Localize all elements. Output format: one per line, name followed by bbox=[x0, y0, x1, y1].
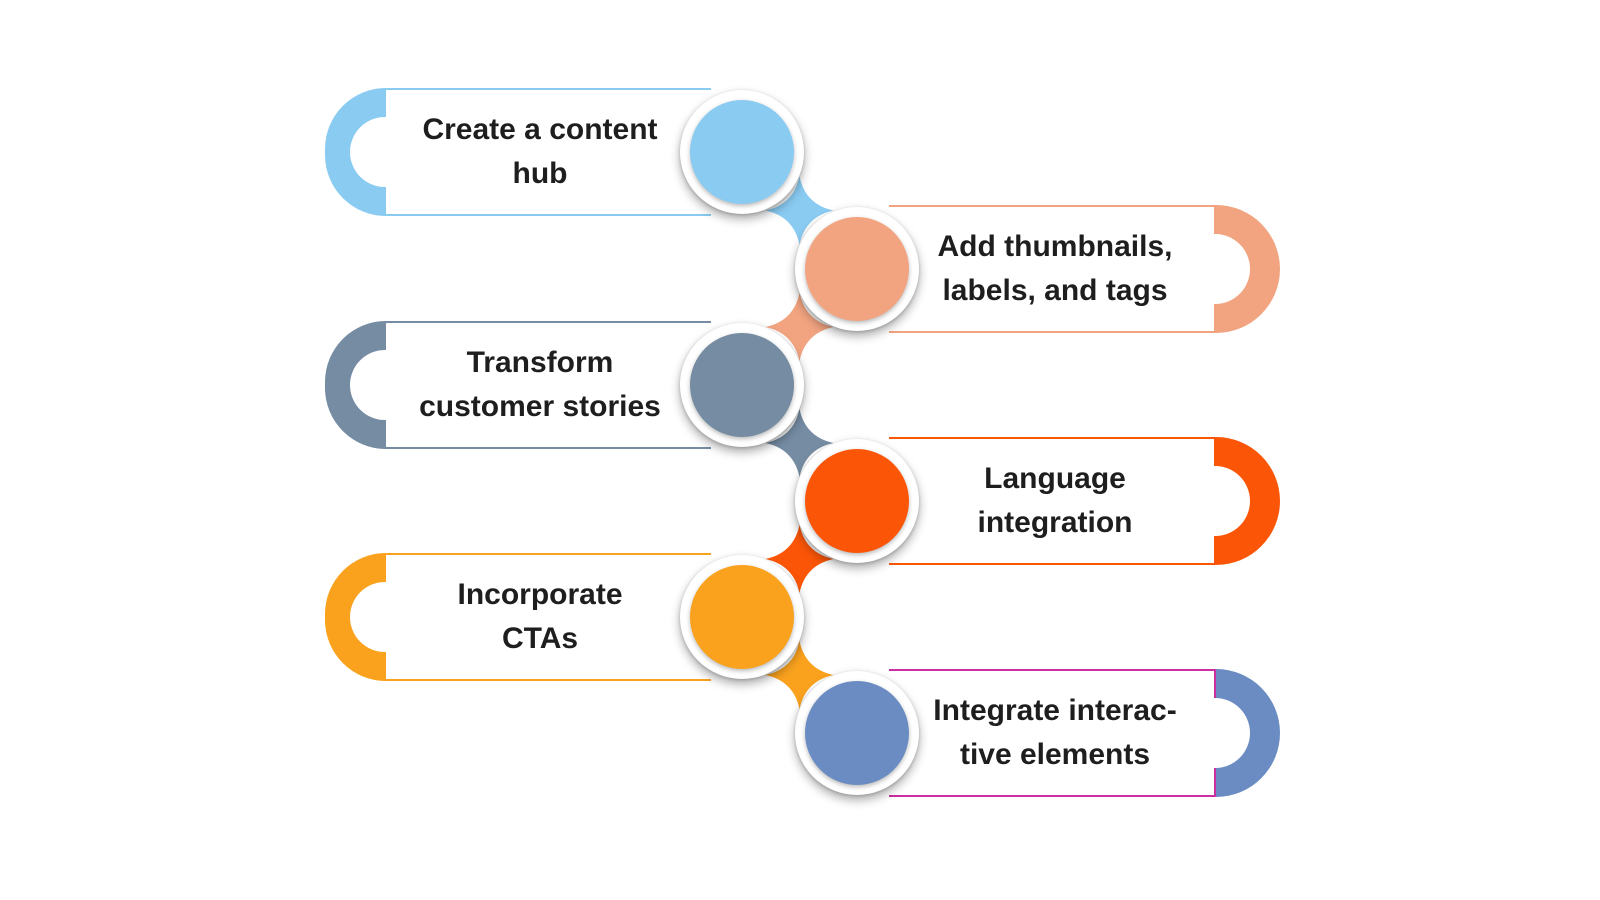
step-pill-notch bbox=[1180, 234, 1250, 304]
step-label: Add thumbnails, labels, and tags bbox=[900, 225, 1210, 313]
step-label: Language integration bbox=[900, 457, 1210, 545]
connector-astroid bbox=[765, 176, 834, 245]
step-pill-body bbox=[889, 437, 1216, 565]
step-circle-fill bbox=[805, 681, 909, 785]
step-label-line1: Language bbox=[984, 462, 1126, 495]
step-circle-fill bbox=[805, 449, 909, 553]
step-pill-body bbox=[889, 669, 1216, 797]
step-item-1: Create a content hub bbox=[0, 88, 1600, 216]
step-item-2: Add thumbnails, labels, and tags bbox=[0, 205, 1600, 333]
step-item-4: Language integration bbox=[0, 437, 1600, 565]
step-circle-fill bbox=[690, 333, 794, 437]
step-circle bbox=[795, 207, 919, 331]
step-circle bbox=[795, 439, 919, 563]
step-label-line1: Incorporate bbox=[457, 578, 623, 611]
step-pill-notch bbox=[1180, 698, 1250, 768]
step-label: Integrate interac- tive elements bbox=[900, 689, 1210, 777]
step-circle bbox=[795, 671, 919, 795]
step-pill-body bbox=[889, 205, 1216, 333]
step-item-6: Integrate interac- tive elements bbox=[0, 669, 1600, 797]
connector-astroid bbox=[765, 525, 834, 593]
step-pill-body bbox=[325, 321, 711, 449]
step-label-line2: CTAs bbox=[501, 622, 579, 655]
connector-astroid bbox=[765, 409, 834, 477]
step-label: Incorporate CTAs bbox=[385, 573, 695, 661]
step-pill-notch bbox=[350, 117, 420, 187]
step-circle bbox=[680, 323, 804, 447]
step-label-line1: Create a content bbox=[422, 113, 658, 146]
step-label-line1: Transform bbox=[466, 346, 614, 379]
step-circle-fill bbox=[805, 217, 909, 321]
step-label-line1: Integrate interac- bbox=[933, 694, 1177, 727]
step-item-3: Transform customer stories bbox=[0, 321, 1600, 449]
connector-astroid bbox=[765, 641, 834, 709]
step-circle bbox=[680, 90, 804, 214]
step-label-line2: labels, and tags bbox=[942, 274, 1168, 307]
step-pill-notch bbox=[350, 350, 420, 420]
step-label-line2: customer stories bbox=[419, 390, 661, 423]
step-pill-notch bbox=[1180, 466, 1250, 536]
step-label: Transform customer stories bbox=[385, 341, 695, 429]
step-circle bbox=[680, 555, 804, 679]
step-circle-fill bbox=[690, 565, 794, 669]
step-label-line2: tive elements bbox=[959, 738, 1151, 771]
step-circle-fill bbox=[690, 100, 794, 204]
step-pill-notch bbox=[350, 582, 420, 652]
step-label-line2: hub bbox=[512, 157, 568, 190]
step-item-5: Incorporate CTAs bbox=[0, 553, 1600, 681]
step-label-line1: Add thumbnails, bbox=[937, 230, 1173, 263]
connector-astroid bbox=[765, 293, 834, 361]
step-label-line2: integration bbox=[977, 506, 1133, 539]
step-label: Create a content hub bbox=[385, 108, 695, 196]
